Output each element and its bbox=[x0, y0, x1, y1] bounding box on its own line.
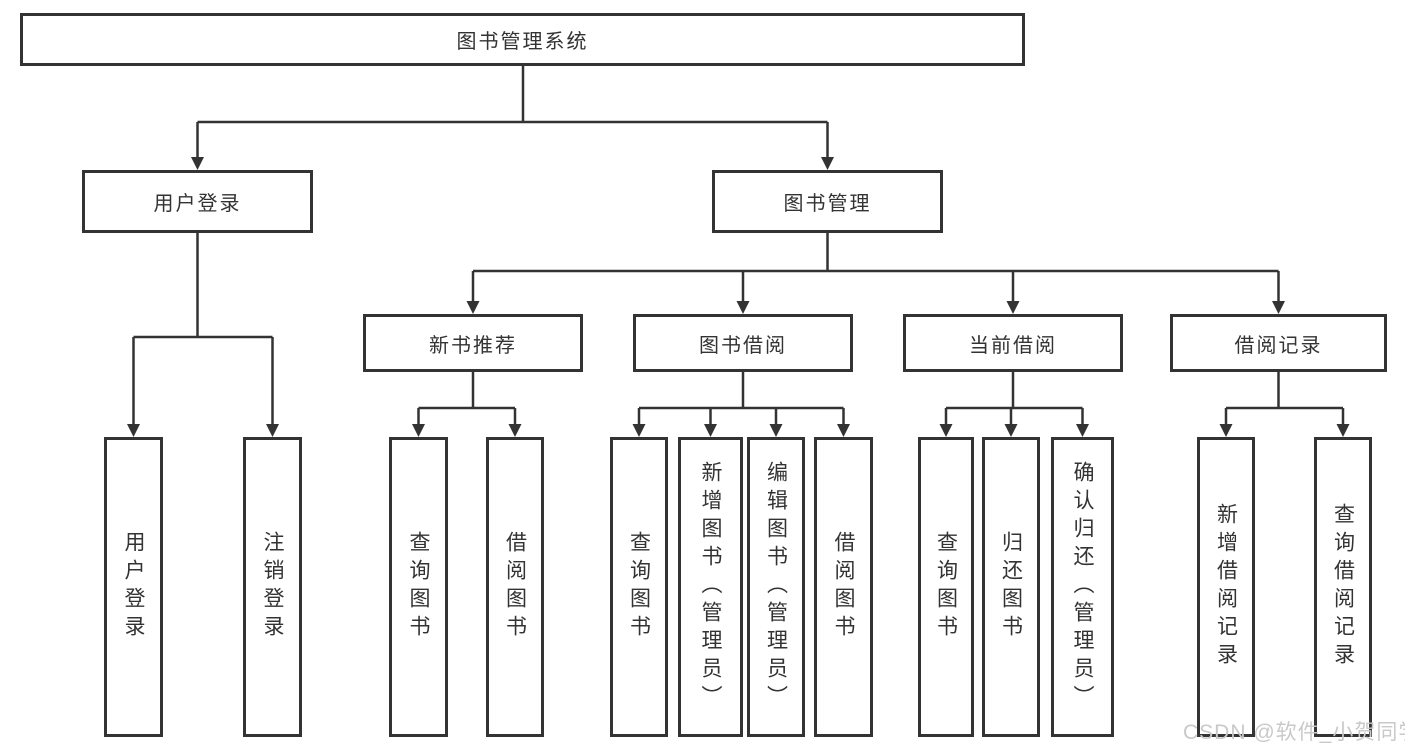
node-leaf-return-books: 归还图书 bbox=[982, 437, 1040, 737]
node-current-borrowing: 当前借阅 bbox=[903, 314, 1123, 372]
node-label: 查询借阅记录 bbox=[1331, 503, 1355, 671]
node-leaf-edit-books-admin: 编辑图书（管理员） bbox=[747, 437, 805, 737]
node-label: 借阅记录 bbox=[1234, 334, 1323, 357]
node-label: 查询图书 bbox=[407, 531, 430, 643]
node-label: 借阅图书 bbox=[503, 531, 527, 643]
tree-edges bbox=[132, 66, 1345, 426]
node-leaf-query-books-recommend: 查询图书 bbox=[389, 437, 448, 737]
node-leaf-add-borrow-record: 新增借阅记录 bbox=[1197, 437, 1255, 737]
node-user-login: 用户登录 bbox=[82, 170, 313, 233]
node-label: 查询图书 bbox=[627, 531, 651, 643]
node-label: 新书推荐 bbox=[429, 334, 517, 357]
node-label: 编辑图书（管理员） bbox=[764, 461, 788, 713]
node-leaf-borrow-books-recommend: 借阅图书 bbox=[486, 437, 544, 737]
node-leaf-confirm-return-admin: 确认归还（管理员） bbox=[1051, 437, 1114, 737]
node-leaf-query-books-borrowing: 查询图书 bbox=[610, 437, 668, 737]
node-leaf-logout: 注销登录 bbox=[243, 437, 302, 737]
node-label: 图书借阅 bbox=[699, 334, 787, 357]
node-leaf-query-books-current: 查询图书 bbox=[918, 437, 974, 737]
node-label: 当前借阅 bbox=[969, 334, 1057, 357]
node-leaf-add-books-admin: 新增图书（管理员） bbox=[678, 437, 743, 737]
node-book-management: 图书管理 bbox=[712, 170, 943, 233]
node-new-book-recommend: 新书推荐 bbox=[363, 314, 583, 372]
node-label: 图书管理 bbox=[783, 193, 872, 215]
csdn-watermark: CSDN @软件_小贺同学 bbox=[1183, 721, 1405, 744]
node-label: 新增图书（管理员） bbox=[699, 461, 722, 713]
node-label: 查询图书 bbox=[934, 531, 958, 643]
node-label: 用户登录 bbox=[122, 531, 145, 643]
node-label: 归还图书 bbox=[999, 531, 1023, 643]
node-library-management-system: 图书管理系统 bbox=[20, 13, 1025, 66]
node-borrow-records: 借阅记录 bbox=[1170, 314, 1387, 372]
node-label: 新增借阅记录 bbox=[1214, 503, 1238, 671]
node-label: 注销登录 bbox=[261, 531, 284, 643]
node-label: 确认归还（管理员） bbox=[1071, 461, 1094, 713]
node-label: 用户登录 bbox=[153, 193, 242, 215]
node-label: 图书管理系统 bbox=[456, 31, 589, 53]
node-book-borrowing: 图书借阅 bbox=[633, 314, 853, 372]
node-leaf-user-login: 用户登录 bbox=[104, 437, 163, 737]
node-leaf-borrow-books: 借阅图书 bbox=[814, 437, 873, 737]
node-leaf-query-borrow-record: 查询借阅记录 bbox=[1314, 437, 1372, 737]
node-label: 借阅图书 bbox=[832, 531, 855, 643]
